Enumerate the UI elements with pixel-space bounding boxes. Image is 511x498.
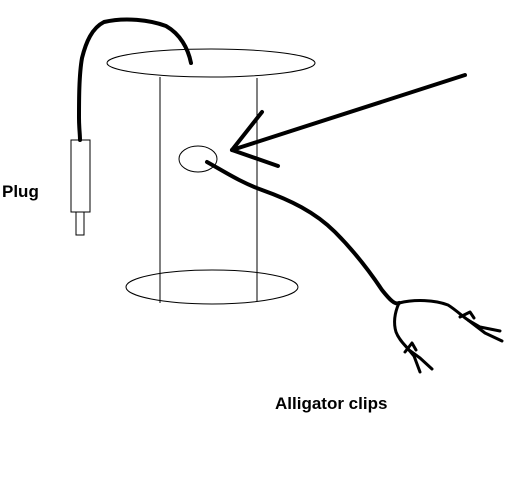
arrow-shaft xyxy=(230,73,467,152)
spool-top-rim xyxy=(106,48,316,78)
spool-bottom-rim xyxy=(125,269,299,305)
plug-body xyxy=(70,139,91,213)
plug-wire xyxy=(77,17,193,142)
alligator-clips-label: Alligator clips xyxy=(275,394,388,413)
clip-wire xyxy=(205,160,401,306)
clip-jaw-left-b xyxy=(407,348,434,371)
spool-hole xyxy=(178,145,218,173)
clip-jaw-left-c xyxy=(403,341,418,354)
plug-label: Plug xyxy=(2,182,39,201)
arrow-head-lower xyxy=(230,148,280,168)
clip-lead-right xyxy=(397,299,470,322)
alligator-clips xyxy=(393,299,504,374)
spool xyxy=(106,48,316,305)
plug xyxy=(70,139,91,236)
clip-lead-left xyxy=(393,301,411,352)
pointer-arrow xyxy=(230,73,467,168)
clip-jaw-right-b xyxy=(466,318,504,343)
clip-jaw-right-c xyxy=(458,310,476,320)
arrow-head-upper xyxy=(230,110,264,152)
plug-prong xyxy=(75,211,85,236)
